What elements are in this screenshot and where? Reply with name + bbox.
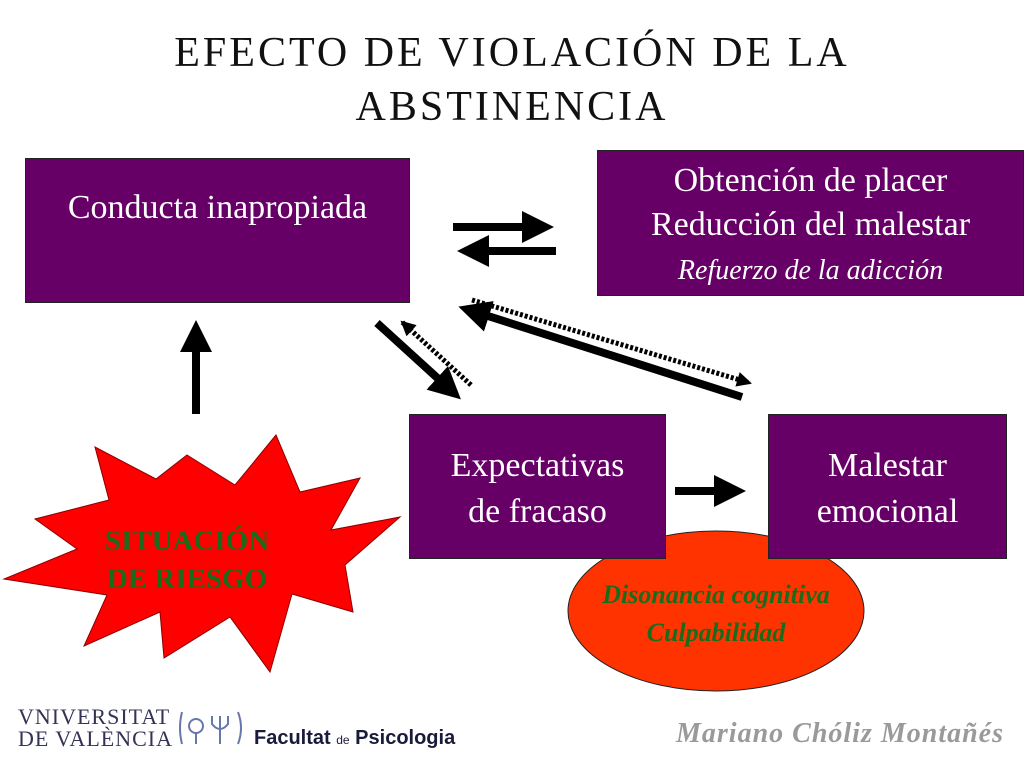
- university-line-1: VNIVERSITAT: [18, 704, 171, 729]
- obtencion-line-1: Obtención de placer: [673, 162, 948, 199]
- university-logo-text: VNIVERSITAT DE VALÈNCIA: [18, 706, 173, 750]
- malestar-line-2: emocional: [816, 493, 959, 530]
- university-line-2: DE VALÈNCIA: [18, 726, 174, 751]
- box-expectativas-fracaso: Expectativas de fracaso: [409, 414, 666, 559]
- faculty-prefix: Facultat: [254, 727, 331, 749]
- risk-situation-starburst: [2, 434, 402, 674]
- faculty-subject: Psicologia: [355, 727, 456, 749]
- situacion-line-2: DE RIESGO: [106, 563, 268, 595]
- expectativas-line-1: Expectativas: [450, 447, 625, 484]
- obtencion-line-2: Reducción del malestar: [650, 206, 971, 243]
- conducta-label: Conducta inapropiada: [67, 189, 368, 226]
- dashed-arrow-conducta-to-malestar: [471, 297, 752, 387]
- disonancia-line-2: Culpabilidad: [646, 618, 786, 647]
- disonancia-line-1: Disonancia cognitiva: [602, 580, 830, 609]
- cognitive-dissonance-label: Disonancia cognitiva Culpabilidad: [566, 576, 866, 652]
- obtencion-line-3: Refuerzo de la adicción: [677, 255, 944, 286]
- malestar-line-1: Malestar: [828, 447, 947, 484]
- faculty-de: de: [336, 733, 350, 747]
- arrow-conducta-to-expectativas: [374, 320, 461, 400]
- arrow-malestar-to-conducta: [458, 301, 744, 401]
- expectativas-line-2: de fracaso: [468, 493, 607, 530]
- title-line-2: ABSTINENCIA: [355, 84, 669, 130]
- slide-title: EFECTO DE VIOLACIÓN DE LA ABSTINENCIA: [0, 26, 1024, 134]
- dashed-arrow-expectativas-to-conducta: [400, 320, 473, 387]
- cognitive-dissonance-ellipse: [567, 530, 865, 692]
- box-malestar-emocional: Malestar emocional: [768, 414, 1007, 559]
- psychology-faculty-logo-icon: [179, 711, 242, 745]
- title-line-1: EFECTO DE VIOLACIÓN DE LA: [174, 30, 850, 76]
- box-conducta-inapropiada: Conducta inapropiada: [25, 158, 410, 303]
- situacion-line-1: SITUACIÓN: [104, 525, 270, 557]
- faculty-name: Facultat de Psicologia: [254, 727, 455, 750]
- risk-situation-label: SITUACIÓN DE RIESGO: [62, 522, 312, 598]
- box-obtencion-placer: Obtención de placer Reducción del malest…: [597, 150, 1024, 296]
- author-name: Mariano Chóliz Montañés: [676, 718, 1004, 749]
